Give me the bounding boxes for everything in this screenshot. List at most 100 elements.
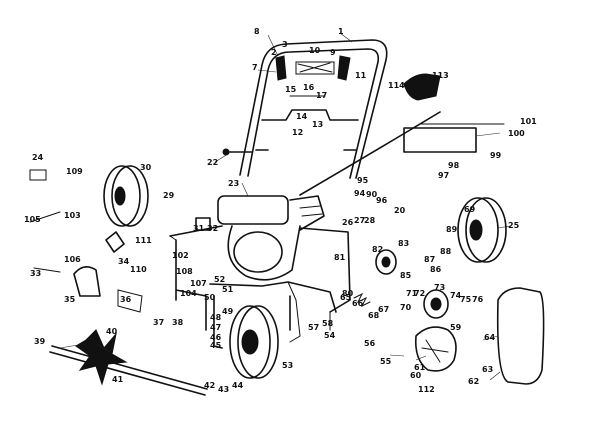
part-label-96: 96 bbox=[376, 196, 388, 205]
part-label-30: 30 bbox=[140, 163, 152, 172]
part-label-52: 52 bbox=[214, 275, 225, 284]
part-label-66: 66 bbox=[352, 299, 364, 308]
wheel-rear-left bbox=[103, 165, 149, 227]
part-label-7: 7 bbox=[252, 63, 258, 72]
part-label-64: 64 bbox=[484, 333, 496, 342]
part-label-45: 45 bbox=[210, 341, 222, 350]
wheel-rear-right bbox=[457, 197, 507, 263]
part-label-73: 73 bbox=[434, 283, 445, 292]
part-label-15: 15 bbox=[285, 85, 297, 94]
side-bracket bbox=[29, 169, 143, 313]
part-label-12: 12 bbox=[292, 128, 303, 137]
part-label-55: 55 bbox=[380, 357, 392, 366]
part-label-17: 17 bbox=[316, 91, 327, 100]
part-label-16: 16 bbox=[303, 83, 315, 92]
part-label-97: 97 bbox=[438, 171, 449, 180]
part-label-43: 43 bbox=[218, 385, 229, 394]
part-label-32: 32 bbox=[207, 224, 218, 233]
cable-lever bbox=[403, 73, 441, 101]
part-label-8: 8 bbox=[254, 27, 260, 36]
handle-clamp-left bbox=[275, 55, 287, 81]
part-label-95: 95 bbox=[357, 176, 369, 185]
grass-guard bbox=[496, 287, 545, 385]
part-label-101: 101 bbox=[520, 117, 537, 126]
part-label-1: 1 bbox=[338, 27, 344, 36]
part-label-56: 56 bbox=[364, 339, 376, 348]
part-label-24: 24 bbox=[32, 153, 44, 162]
wheel-front-left bbox=[229, 305, 279, 379]
part-label-42: 42 bbox=[204, 381, 215, 390]
part-label-65: 65 bbox=[340, 293, 352, 302]
part-label-74: 74 bbox=[450, 291, 462, 300]
part-label-94: 94 bbox=[354, 189, 366, 198]
part-label-88: 88 bbox=[440, 247, 452, 256]
part-label-63: 63 bbox=[482, 365, 493, 374]
mounting-plate bbox=[403, 123, 505, 153]
part-label-80: 80 bbox=[342, 289, 354, 298]
part-label-27: 27 bbox=[354, 216, 365, 225]
part-label-49: 49 bbox=[222, 307, 234, 316]
part-label-60: 60 bbox=[410, 371, 422, 380]
part-label-110: 110 bbox=[130, 265, 147, 274]
part-label-28: 28 bbox=[364, 216, 376, 225]
part-label-57: 57 bbox=[308, 323, 319, 332]
part-label-33: 33 bbox=[30, 269, 41, 278]
part-label-109: 109 bbox=[66, 167, 83, 176]
part-label-83: 83 bbox=[398, 239, 409, 248]
part-label-99: 99 bbox=[490, 151, 502, 160]
part-label-50: 50 bbox=[204, 293, 216, 302]
leader-lines bbox=[59, 32, 511, 381]
part-label-3: 3 bbox=[282, 40, 288, 49]
part-label-69: 69 bbox=[464, 205, 476, 214]
part-label-44: 44 bbox=[232, 381, 244, 390]
part-label-2: 2 bbox=[271, 48, 277, 57]
part-label-67: 67 bbox=[378, 305, 389, 314]
part-label-62: 62 bbox=[468, 377, 479, 386]
part-label-39: 39 bbox=[34, 337, 46, 346]
handle-bolt bbox=[222, 148, 253, 156]
part-label-59: 59 bbox=[450, 323, 462, 332]
part-label-105: 105 bbox=[24, 215, 41, 224]
part-label-86: 86 bbox=[430, 265, 442, 274]
part-label-75: 75 bbox=[460, 295, 472, 304]
part-label-11: 11 bbox=[355, 71, 367, 80]
part-label-46: 46 bbox=[210, 333, 222, 342]
mower-deck bbox=[169, 225, 351, 349]
part-label-14: 14 bbox=[296, 112, 308, 121]
part-label-38: 38 bbox=[172, 318, 184, 327]
handle-bar bbox=[239, 39, 388, 179]
part-label-113: 113 bbox=[432, 71, 449, 80]
part-label-61: 61 bbox=[414, 363, 426, 372]
part-label-41: 41 bbox=[112, 375, 124, 384]
part-label-89: 89 bbox=[446, 225, 458, 234]
part-label-71: 71 bbox=[406, 289, 418, 298]
part-label-106: 106 bbox=[64, 255, 81, 264]
engine bbox=[195, 195, 325, 281]
part-label-90: 90 bbox=[366, 190, 378, 199]
part-label-112: 112 bbox=[418, 385, 435, 394]
part-label-35: 35 bbox=[64, 295, 76, 304]
part-label-82: 82 bbox=[372, 245, 383, 254]
part-label-102: 102 bbox=[172, 251, 189, 260]
part-label-26: 26 bbox=[342, 218, 354, 227]
part-label-13: 13 bbox=[312, 120, 323, 129]
part-label-108: 108 bbox=[176, 267, 193, 276]
part-label-111: 111 bbox=[135, 236, 152, 245]
drive-cover bbox=[414, 326, 457, 372]
part-label-81: 81 bbox=[334, 253, 346, 262]
part-label-10: 10 bbox=[309, 46, 321, 55]
part-label-107: 107 bbox=[190, 279, 207, 288]
part-label-68: 68 bbox=[368, 311, 380, 320]
part-label-23: 23 bbox=[228, 179, 239, 188]
part-label-37: 37 bbox=[153, 318, 164, 327]
control-cable bbox=[299, 111, 441, 196]
part-label-70: 70 bbox=[400, 303, 412, 312]
part-label-29: 29 bbox=[163, 191, 175, 200]
tine-shaft bbox=[49, 329, 208, 396]
part-label-34: 34 bbox=[118, 257, 130, 266]
part-label-98: 98 bbox=[448, 161, 460, 170]
part-label-31: 31 bbox=[193, 224, 205, 233]
